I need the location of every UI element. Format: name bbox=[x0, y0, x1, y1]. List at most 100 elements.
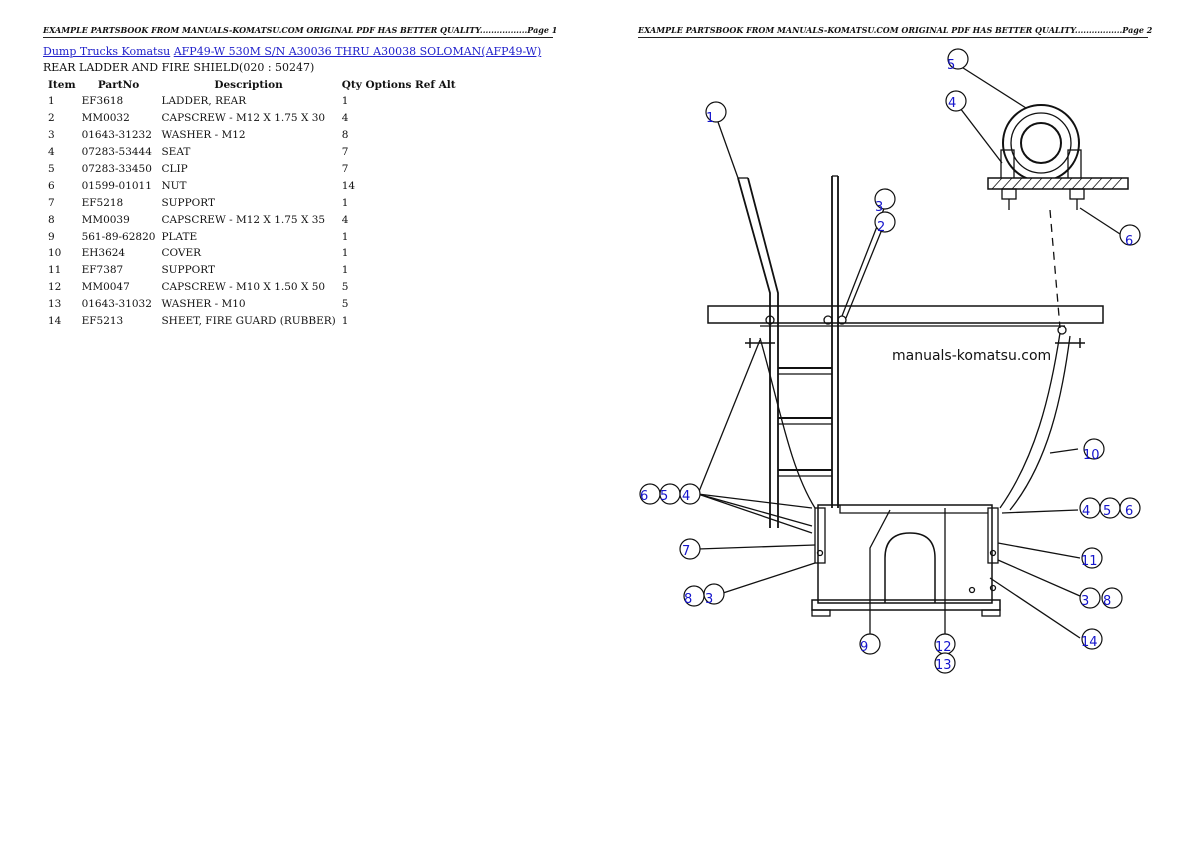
cell-item: 7 bbox=[48, 196, 55, 209]
exploded-parts-diagram: 1 5 4 6 3 2 6 5 4 10 4 5 6 7 8 3 11 3 8 … bbox=[639, 48, 1141, 674]
table-row: 11 EF7387 SUPPORT 1 bbox=[43, 262, 459, 279]
cell-item: 13 bbox=[48, 298, 62, 311]
cell-partno: 07283-53444 bbox=[81, 146, 152, 159]
column-header-description: Description bbox=[214, 78, 283, 91]
column-header-qty: Qty Options Ref Alt bbox=[341, 78, 456, 91]
cell-qty: 5 bbox=[341, 281, 349, 294]
cell-partno: EF5218 bbox=[81, 196, 124, 209]
table-row: 3 01643-31232 WASHER - M12 8 bbox=[43, 127, 459, 144]
callout-5-top: 5 bbox=[947, 58, 955, 73]
cell-partno: 01643-31032 bbox=[81, 298, 152, 311]
callout-14: 14 bbox=[1081, 635, 1098, 650]
cell-partno: EF7387 bbox=[81, 264, 124, 277]
cell-description: SEAT bbox=[161, 146, 191, 159]
cell-partno: EF5213 bbox=[81, 315, 124, 328]
callout-7: 7 bbox=[682, 544, 690, 559]
section-title: REAR LADDER AND FIRE SHIELD(020 : 50247) bbox=[43, 61, 315, 74]
cell-item: 6 bbox=[48, 179, 55, 192]
callout-6-right: 6 bbox=[1125, 504, 1133, 519]
callout-3-right: 3 bbox=[1081, 594, 1089, 609]
cell-partno: 561-89-62820 bbox=[81, 230, 156, 243]
callout-4-top: 4 bbox=[948, 96, 956, 111]
column-header-item: Item bbox=[48, 78, 76, 91]
callout-1: 1 bbox=[706, 111, 714, 126]
cell-description: CLIP bbox=[161, 163, 188, 175]
cell-item: 3 bbox=[48, 129, 55, 142]
callout-5-right: 5 bbox=[1103, 504, 1111, 519]
cell-qty: 1 bbox=[341, 196, 349, 209]
cell-partno: EH3624 bbox=[81, 247, 126, 260]
table-row: 13 01643-31032 WASHER - M10 5 bbox=[43, 296, 459, 313]
table-row: 2 MM0032 CAPSCREW - M12 X 1.75 X 30 4 bbox=[43, 110, 459, 127]
cell-partno: MM0039 bbox=[81, 213, 130, 226]
cell-partno: MM0047 bbox=[81, 281, 130, 294]
cell-item: 5 bbox=[48, 163, 55, 175]
cell-partno: 07283-33450 bbox=[81, 163, 152, 175]
callout-9: 9 bbox=[860, 640, 868, 655]
cell-description: LADDER, REAR bbox=[161, 95, 247, 108]
cell-item: 12 bbox=[48, 281, 62, 294]
cell-item: 2 bbox=[48, 112, 55, 125]
table-row: 9 561-89-62820 PLATE 1 bbox=[43, 228, 459, 245]
cell-item: 11 bbox=[48, 264, 62, 277]
cell-qty: 1 bbox=[341, 247, 349, 260]
cell-qty: 4 bbox=[341, 213, 349, 226]
cell-qty: 1 bbox=[341, 230, 349, 243]
cell-description: CAPSCREW - M12 X 1.75 X 30 bbox=[161, 112, 326, 125]
callout-4-right: 4 bbox=[1082, 504, 1090, 519]
table-header-row: Item PartNo Description Qty Options Ref … bbox=[43, 76, 459, 93]
cell-item: 1 bbox=[48, 95, 55, 108]
diagram-watermark: manuals-komatsu.com bbox=[892, 348, 1051, 364]
callout-8-right: 8 bbox=[1103, 594, 1111, 609]
page-header-2: EXAMPLE PARTSBOOK FROM MANUALS-KOMATSU.C… bbox=[638, 25, 1152, 38]
table-row: 8 MM0039 CAPSCREW - M12 X 1.75 X 35 4 bbox=[43, 211, 459, 228]
cell-qty: 5 bbox=[341, 298, 349, 311]
cell-qty: 1 bbox=[341, 264, 349, 277]
callout-13: 13 bbox=[935, 658, 952, 673]
callout-5-left: 5 bbox=[660, 489, 668, 504]
cell-item: 10 bbox=[48, 247, 62, 260]
cell-partno: 01599-01011 bbox=[81, 179, 152, 192]
cell-item: 4 bbox=[48, 146, 55, 159]
cell-description: WASHER - M12 bbox=[161, 129, 246, 142]
page-header-1: EXAMPLE PARTSBOOK FROM MANUALS-KOMATSU.C… bbox=[43, 25, 557, 38]
callout-10: 10 bbox=[1083, 448, 1100, 463]
cell-item: 9 bbox=[48, 230, 55, 243]
cell-description: SUPPORT bbox=[161, 264, 215, 277]
column-header-partno: PartNo bbox=[97, 78, 140, 91]
cell-description: PLATE bbox=[161, 230, 198, 243]
breadcrumb-link-model[interactable]: AFP49-W 530M S/N A30036 THRU A30038 SOLO… bbox=[173, 45, 542, 58]
callout-8-left: 8 bbox=[684, 592, 692, 607]
parts-table: Item PartNo Description Qty Options Ref … bbox=[43, 76, 459, 329]
cell-qty: 7 bbox=[341, 163, 349, 175]
cell-partno: MM0032 bbox=[81, 112, 130, 125]
breadcrumb-link-category[interactable]: Dump Trucks Komatsu bbox=[43, 45, 171, 58]
callout-12: 12 bbox=[935, 640, 952, 655]
cell-qty: 1 bbox=[341, 315, 349, 328]
cell-description: SHEET, FIRE GUARD (RUBBER) bbox=[161, 315, 336, 328]
cell-qty: 14 bbox=[341, 179, 356, 192]
callout-6-top: 6 bbox=[1125, 234, 1133, 249]
table-row: 10 EH3624 COVER 1 bbox=[43, 245, 459, 262]
callout-11: 11 bbox=[1081, 554, 1098, 569]
callout-3-left: 3 bbox=[705, 592, 713, 607]
cell-qty: 1 bbox=[341, 95, 349, 108]
cell-description: CAPSCREW - M12 X 1.75 X 35 bbox=[161, 213, 326, 226]
callout-6-left: 6 bbox=[640, 489, 648, 504]
callout-3-top: 3 bbox=[875, 200, 883, 215]
cell-description: WASHER - M10 bbox=[161, 298, 246, 311]
callout-4-left: 4 bbox=[682, 489, 690, 504]
cell-description: COVER bbox=[161, 247, 202, 260]
cell-partno: 01643-31232 bbox=[81, 129, 152, 142]
cell-qty: 4 bbox=[341, 112, 349, 125]
table-row: 5 07283-33450 CLIP 7 bbox=[43, 161, 459, 178]
cell-item: 8 bbox=[48, 213, 55, 226]
cell-qty: 8 bbox=[341, 129, 349, 142]
breadcrumb: Dump Trucks Komatsu AFP49-W 530M S/N A30… bbox=[43, 45, 541, 58]
